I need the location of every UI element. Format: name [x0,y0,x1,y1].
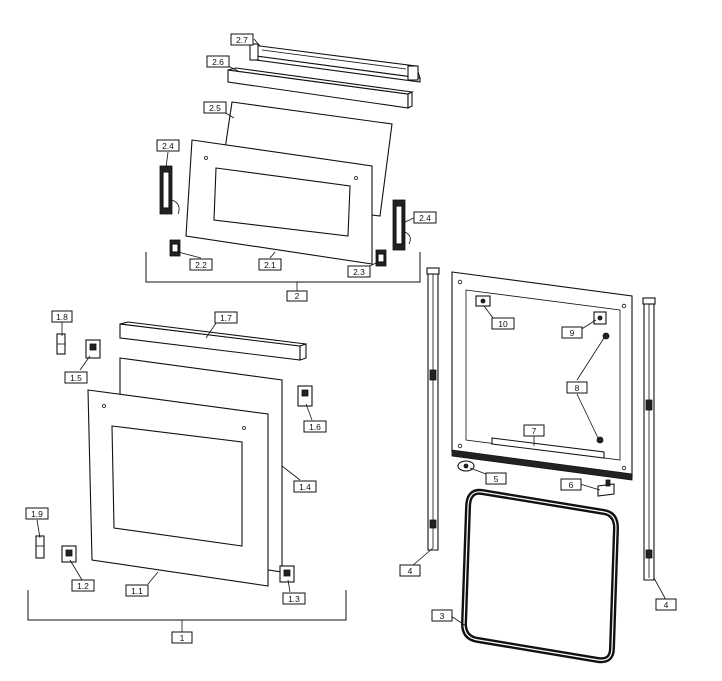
label-2-4-right: 2.4 [413,211,437,224]
label-2-2: 2.2 [189,258,213,271]
label-3: 3 [431,609,453,622]
label-2-4-left: 2.4 [156,139,180,152]
svg-text:2.3: 2.3 [353,267,365,277]
svg-text:2.2: 2.2 [195,260,207,270]
part-2-4-hinge-left [159,165,180,215]
label-7: 7 [523,424,545,437]
svg-text:9: 9 [570,328,575,338]
part-2-2-clip [169,239,181,257]
svg-text:6: 6 [569,480,574,490]
part-8-screw-bottom [596,436,604,444]
part-1-8-bracket [56,333,66,355]
upper-door-assembly [145,43,421,291]
part-2-6-profile-bar [227,67,414,109]
part-5-latch [457,460,475,472]
label-8: 8 [566,381,588,394]
svg-text:2.4: 2.4 [419,213,431,223]
label-1: 1 [171,631,193,644]
label-1-1: 1.1 [125,584,149,597]
label-10: 10 [491,317,515,330]
svg-text:2.1: 2.1 [264,260,276,270]
svg-text:4: 4 [408,566,413,576]
label-2-5: 2.5 [203,101,227,114]
part-2-7-top-rail [249,43,421,83]
svg-text:1.7: 1.7 [220,313,232,323]
lower-door-assembly [27,321,347,632]
label-6: 6 [560,478,582,491]
label-2-6: 2.6 [206,55,230,68]
svg-text:1.4: 1.4 [299,482,311,492]
svg-text:1.8: 1.8 [56,312,68,322]
part-1-7-top-profile [119,321,307,361]
label-2-1: 2.1 [258,258,282,271]
part-1-3-hinge-block [279,565,295,583]
part-2-1-door-panel [185,139,373,265]
part-8-screw-top [602,332,610,340]
label-1-6: 1.6 [303,420,327,433]
svg-text:7: 7 [532,426,537,436]
svg-text:1: 1 [180,633,185,643]
bracket-assembly-1 [27,590,347,621]
part-4-rail-right [642,297,656,581]
label-1-5: 1.5 [64,371,88,384]
label-2-7: 2.7 [230,33,254,46]
svg-text:2.5: 2.5 [209,103,221,113]
part-2-3-clip [375,249,387,267]
svg-text:5: 5 [494,474,499,484]
svg-text:2.4: 2.4 [162,141,174,151]
label-2-3: 2.3 [347,265,371,278]
bracket-assembly-2 [145,252,421,283]
part-7-bottom-strip [451,437,633,481]
part-3-gasket [460,488,620,664]
part-9-bracket [593,311,607,325]
part-6-catch [597,479,615,497]
part-1-1-door-panel [87,389,269,587]
svg-text:2.7: 2.7 [236,35,248,45]
svg-text:2: 2 [295,291,300,301]
svg-text:3: 3 [440,611,445,621]
svg-text:1.2: 1.2 [77,581,89,591]
svg-text:1.6: 1.6 [309,422,321,432]
label-4-left: 4 [399,564,421,577]
svg-text:8: 8 [575,383,580,393]
label-1-4: 1.4 [293,480,317,493]
oven-frame-assembly [426,267,656,664]
label-2: 2 [286,290,308,302]
part-1-2-hinge-block [61,545,77,563]
part-1-9-bracket [35,535,45,559]
svg-text:10: 10 [498,319,508,329]
svg-text:1.9: 1.9 [31,509,43,519]
label-1-8: 1.8 [51,310,73,323]
part-4-rail-left [426,267,440,551]
label-1-3: 1.3 [282,592,306,605]
svg-text:1.1: 1.1 [131,586,143,596]
svg-text:2.6: 2.6 [212,57,224,67]
label-1-9: 1.9 [25,507,49,520]
svg-text:1.5: 1.5 [70,373,82,383]
svg-text:4: 4 [664,600,669,610]
svg-text:1.3: 1.3 [288,594,300,604]
label-5: 5 [485,472,507,485]
label-1-7: 1.7 [214,311,238,324]
label-9: 9 [561,326,583,339]
part-2-4-hinge-right [392,199,411,251]
part-1-5-clip [85,339,101,359]
part-1-6-clip [297,385,313,407]
part-10-fastener [475,295,491,307]
label-4-right: 4 [655,598,677,611]
label-1-2: 1.2 [71,579,95,592]
